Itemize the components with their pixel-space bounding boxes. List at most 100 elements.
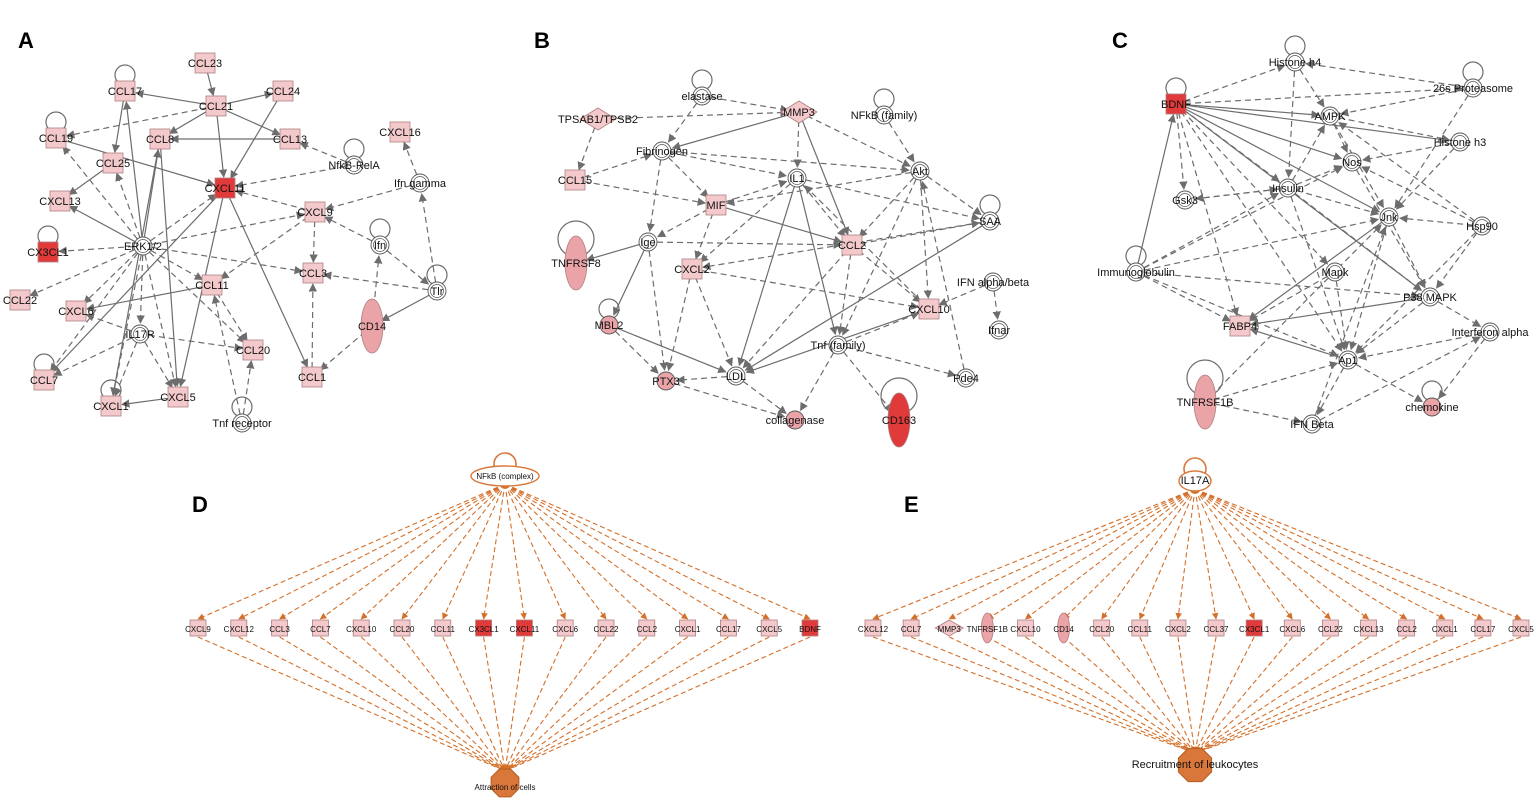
node-c-jnk[interactable]: Jnk bbox=[1379, 207, 1399, 227]
node-e-ccl11[interactable]: CCL11 bbox=[1128, 619, 1153, 637]
node-a-ccl21[interactable]: CCL21 bbox=[199, 95, 233, 117]
node-a-cd14[interactable]: CD14 bbox=[358, 298, 386, 354]
node-e-cx3cl1[interactable]: CX3CL1 bbox=[1239, 619, 1270, 637]
node-b-tnfrsf8[interactable]: TNFRSF8 bbox=[551, 235, 601, 291]
node-a-cxcl9[interactable]: CXCL9 bbox=[297, 201, 333, 223]
node-a-ccl23[interactable]: CCL23 bbox=[188, 52, 222, 74]
node-a-cx3cl1[interactable]: CX3CL1 bbox=[27, 241, 69, 263]
node-b-mmp3[interactable]: MMP3 bbox=[780, 100, 818, 124]
node-e-cd14[interactable]: CD14 bbox=[1053, 612, 1074, 644]
node-d-ccl22[interactable]: CCL22 bbox=[594, 619, 619, 637]
node-a-ccl8[interactable]: CCL8 bbox=[146, 128, 174, 150]
node-b-ccl2[interactable]: CCL2 bbox=[838, 234, 866, 256]
node-d-cxcl1[interactable]: CXCL1 bbox=[675, 619, 701, 637]
node-c-gsk3[interactable]: Gsk3 bbox=[1172, 190, 1198, 210]
node-a-erk[interactable]: ERK1/2 bbox=[124, 236, 162, 256]
node-e-ccl37[interactable]: CCL37 bbox=[1204, 619, 1229, 637]
node-d-ccl2[interactable]: CCL2 bbox=[637, 619, 658, 637]
node-b-ptx3[interactable]: PTX3 bbox=[652, 371, 680, 391]
node-a-ccl22[interactable]: CCL22 bbox=[3, 289, 37, 311]
node-c-chemokine[interactable]: chemokine bbox=[1405, 397, 1459, 417]
node-c-histone-h4[interactable]: Histone h4 bbox=[1269, 52, 1322, 72]
node-e-ccl22[interactable]: CCL22 bbox=[1318, 619, 1343, 637]
node-e-cxcl5[interactable]: CXCL5 bbox=[1508, 619, 1534, 637]
node-d-cxcl6[interactable]: CXCL6 bbox=[552, 619, 579, 637]
node-d-cx3cl1[interactable]: CX3CL1 bbox=[468, 619, 499, 637]
node-a-ccl24[interactable]: CCL24 bbox=[266, 80, 300, 102]
node-d-cxcl9[interactable]: CXCL9 bbox=[185, 619, 211, 637]
node-a-nfkb-rela[interactable]: NfkB-RelA bbox=[328, 155, 380, 175]
node-c-nos[interactable]: Nos bbox=[1342, 152, 1362, 172]
node-b-cd163[interactable]: CD163 bbox=[882, 392, 916, 448]
node-e-mmp3[interactable]: MMP3 bbox=[934, 619, 965, 637]
node-c-ampk[interactable]: AMPK bbox=[1314, 106, 1346, 126]
node-a-tnf-receptor[interactable]: Tnf receptor bbox=[212, 413, 272, 433]
node-e-cxcl10[interactable]: CXCL10 bbox=[1010, 619, 1041, 637]
node-a-ccl25[interactable]: CCL25 bbox=[96, 152, 130, 174]
node-b-mbl2[interactable]: MBL2 bbox=[595, 315, 624, 335]
node-c-p38[interactable]: P38 MAPK bbox=[1403, 287, 1458, 307]
node-a-cxcl11[interactable]: CXCL11 bbox=[205, 177, 246, 199]
node-b-fibrinogen[interactable]: Fibrinogen bbox=[636, 141, 688, 161]
node-e-ccl2[interactable]: CCL2 bbox=[1396, 619, 1417, 637]
node-e-ccl7[interactable]: CCL7 bbox=[901, 619, 922, 637]
node-b-mif[interactable]: MIF bbox=[705, 194, 727, 216]
node-a-ccl13[interactable]: CCL13 bbox=[273, 128, 307, 150]
node-d-ccl11[interactable]: CCL11 bbox=[431, 619, 456, 637]
target-node-e[interactable]: Recruitment of leukocytes bbox=[1132, 747, 1259, 783]
node-b-saa[interactable]: SAA bbox=[979, 211, 1002, 231]
hub-node-d[interactable]: NFkB (complex) bbox=[470, 452, 540, 487]
node-a-il17r[interactable]: IL17R bbox=[125, 324, 155, 344]
node-a-ccl11[interactable]: CCL11 bbox=[195, 274, 229, 296]
node-c-tnfrsf1b[interactable]: TNFRSF1B bbox=[1177, 374, 1234, 430]
node-e-cxcl6[interactable]: CXCL6 bbox=[1279, 619, 1306, 637]
node-b-tpsab1[interactable]: TPSAB1/TPSB2 bbox=[558, 107, 638, 131]
node-b-nfkb-fam[interactable]: NFkB (family) bbox=[851, 105, 918, 125]
node-c-hsp90[interactable]: Hsp90 bbox=[1466, 216, 1498, 236]
node-a-ifn[interactable]: Ifn bbox=[370, 235, 390, 255]
node-c-ifn-alpha[interactable]: Interferon alpha bbox=[1451, 322, 1529, 342]
node-a-cxcl16[interactable]: CXCL16 bbox=[379, 121, 421, 143]
node-b-ccl15[interactable]: CCL15 bbox=[558, 169, 592, 191]
hub-node-e[interactable]: IL17A bbox=[1178, 457, 1212, 492]
node-d-cxcl5[interactable]: CXCL5 bbox=[756, 619, 783, 637]
node-a-ccl1[interactable]: CCL1 bbox=[298, 366, 326, 388]
node-a-cxcl13[interactable]: CXCL13 bbox=[39, 190, 81, 212]
node-e-ccl20[interactable]: CCL20 bbox=[1089, 619, 1115, 637]
node-e-cxcl13[interactable]: CXCL13 bbox=[1353, 619, 1384, 637]
target-node-d[interactable]: Attraction of cells bbox=[475, 768, 536, 798]
node-c-mapk[interactable]: Mapk bbox=[1322, 262, 1349, 282]
node-e-tnfrsf1b[interactable]: TNFRSF1B bbox=[967, 612, 1008, 644]
node-c-26s[interactable]: 26s Proteasome bbox=[1433, 78, 1513, 98]
node-c-bdnf[interactable]: BDNF bbox=[1161, 93, 1191, 115]
node-c-ap1[interactable]: Ap1 bbox=[1338, 350, 1358, 370]
node-c-fabp4[interactable]: FABP4 bbox=[1223, 315, 1257, 337]
node-d-cxcl11[interactable]: CXCL11 bbox=[510, 619, 540, 637]
node-b-il1[interactable]: IL1 bbox=[787, 168, 807, 188]
node-d-ccl20[interactable]: CCL20 bbox=[390, 619, 415, 637]
node-c-ifn-beta[interactable]: IFN Beta bbox=[1290, 414, 1335, 434]
node-a-ccl19[interactable]: CCL19 bbox=[39, 127, 73, 149]
node-a-cxcl5[interactable]: CXCL5 bbox=[160, 386, 196, 408]
node-d-bdnf[interactable]: BDNF bbox=[799, 619, 821, 637]
node-e-ccl17[interactable]: CCL17 bbox=[1470, 619, 1496, 637]
node-b-ifnar[interactable]: Ifnar bbox=[988, 320, 1010, 340]
node-e-cxcl2[interactable]: CXCL2 bbox=[1165, 619, 1191, 637]
node-c-histone-h3[interactable]: Histone h3 bbox=[1434, 132, 1487, 152]
node-b-ifn-ab[interactable]: IFN alpha/beta bbox=[957, 272, 1030, 292]
node-a-tlr[interactable]: Tlr bbox=[427, 281, 447, 301]
node-b-ige[interactable]: Ige bbox=[638, 232, 658, 252]
node-b-elastase[interactable]: elastase bbox=[682, 86, 723, 106]
node-a-ccl7[interactable]: CCL7 bbox=[30, 369, 58, 391]
node-c-insulin[interactable]: Insulin bbox=[1272, 178, 1304, 198]
node-a-cxcl6[interactable]: CXCL6 bbox=[58, 300, 94, 322]
node-d-ccl7[interactable]: CCL7 bbox=[310, 619, 331, 637]
node-e-cxcl12[interactable]: CXCL12 bbox=[858, 619, 889, 637]
node-c-immunoglobulin[interactable]: Immunoglobulin bbox=[1097, 262, 1175, 282]
node-a-ccl3[interactable]: CCL3 bbox=[299, 262, 327, 284]
node-d-ccl3[interactable]: CCL3 bbox=[269, 619, 290, 637]
node-a-ccl17[interactable]: CCL17 bbox=[108, 80, 142, 102]
node-a-ccl20[interactable]: CCL20 bbox=[236, 339, 270, 361]
node-b-cxcl10[interactable]: CXCL10 bbox=[908, 298, 950, 320]
node-d-cxcl12[interactable]: CXCL12 bbox=[224, 619, 255, 637]
